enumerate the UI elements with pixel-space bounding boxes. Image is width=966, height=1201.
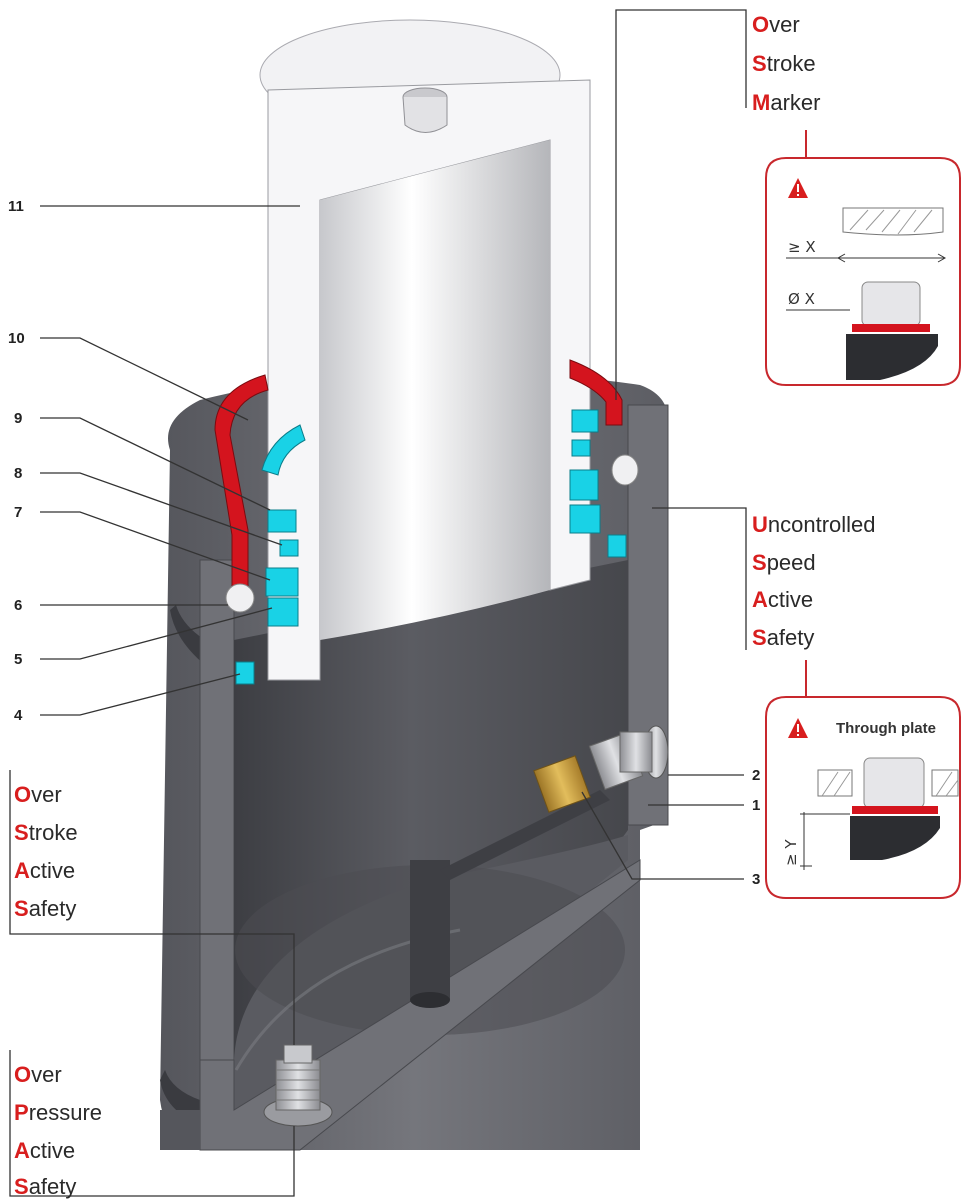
svg-text:Marker: Marker [752,90,820,115]
over-pressure-safety-label: Over Pressure Active Safety [9,1050,295,1199]
svg-text:Over: Over [14,782,62,807]
over-pressure-valve [263,1044,333,1127]
svg-text:2: 2 [752,767,760,784]
callout-9: 9 [14,410,271,511]
callout-2: 2 [668,767,760,784]
svg-text:6: 6 [14,597,22,614]
svg-text:Speed: Speed [752,550,816,575]
callout-11: 11 [8,198,300,215]
uncontrolled-speed-safety-label: Uncontrolled Speed Active Safety [652,507,876,650]
over-stroke-marker-detail-box: ≥ X Ø X [765,130,961,386]
callout-10: 10 [8,330,249,421]
svg-text:10: 10 [8,330,25,347]
bleed-screw [619,725,669,779]
warning-triangle-icon [788,178,808,198]
svg-text:11: 11 [8,198,24,215]
svg-text:≥ Y: ≥ Y [782,839,800,866]
svg-text:4: 4 [14,707,23,724]
svg-text:Safety: Safety [14,1174,76,1199]
svg-text:Stroke: Stroke [14,820,78,845]
svg-text:3: 3 [752,871,760,888]
svg-text:Active: Active [752,587,813,612]
svg-text:Ø X: Ø X [788,290,815,308]
svg-text:Stroke: Stroke [752,51,816,76]
svg-text:≥ X: ≥ X [788,238,816,256]
svg-text:9: 9 [14,410,22,427]
over-stroke-marker-label: Over Stroke Marker [615,9,820,400]
over-stroke-marker-ring [214,359,639,613]
svg-text:Over: Over [752,12,800,37]
callout-7: 7 [14,504,271,581]
svg-text:Uncontrolled: Uncontrolled [752,512,876,537]
callout-1: 1 [648,797,760,814]
callout-3: 3 [581,791,760,888]
callout-8: 8 [14,465,283,546]
svg-text:Pressure: Pressure [14,1100,102,1125]
svg-text:Through plate: Through plate [836,720,936,737]
callout-6: 6 [14,597,228,614]
svg-text:1: 1 [752,797,760,814]
callout-5: 5 [14,607,273,668]
svg-text:Safety: Safety [14,896,76,921]
svg-text:Active: Active [14,858,75,883]
warning-triangle-icon [788,718,808,738]
svg-text:7: 7 [14,504,22,521]
through-plate-detail-box: Through plate ≥ Y [765,660,961,899]
svg-text:Active: Active [14,1138,75,1163]
piston-rod [259,19,591,681]
seal-set [235,409,627,685]
svg-text:Over: Over [14,1062,62,1087]
svg-text:8: 8 [14,465,22,482]
over-stroke-safety-label: Over Stroke Active Safety [9,770,295,1045]
callout-4: 4 [14,673,241,724]
svg-text:5: 5 [14,651,22,668]
svg-text:Safety: Safety [752,625,814,650]
